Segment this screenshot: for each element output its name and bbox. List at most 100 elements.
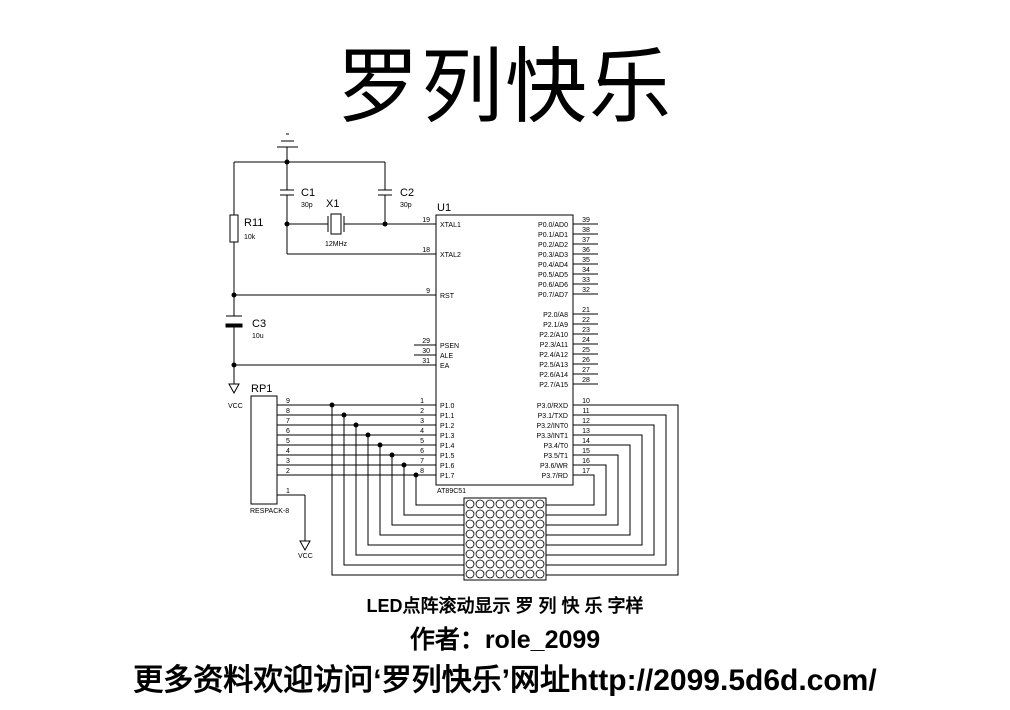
rp1-pin-number: 4	[286, 448, 290, 455]
mcu-pin-name: P1.6	[440, 463, 455, 470]
mcu-pin-name: P0.1/AD1	[538, 232, 568, 239]
mcu-pin-number: 34	[582, 267, 590, 274]
c1-value: 30p	[301, 202, 313, 209]
x1-ref: X1	[326, 198, 339, 210]
vcc-label-2: VCC	[298, 553, 313, 560]
mcu-pin-name: EA	[440, 363, 450, 370]
mcu-pin-number: 12	[582, 418, 590, 425]
mcu-pin-number: 14	[582, 438, 590, 445]
mcu-pin-name: P2.3/A11	[540, 342, 568, 349]
mcu-pin-number: 35	[582, 257, 590, 264]
mcu-pin-number: 8	[420, 468, 424, 475]
mcu-pin-name: P2.5/A13	[539, 362, 568, 369]
mcu-pin-name: P1.3	[440, 433, 455, 440]
mcu-pin-name: P2.4/A12	[539, 352, 568, 359]
mcu-pin-name: P0.2/AD2	[538, 242, 568, 249]
mcu-pin-number: 22	[582, 317, 590, 324]
mcu-pin-number: 3	[420, 418, 424, 425]
c3-ref: C3	[252, 318, 266, 330]
caption-line-3: 更多资料欢迎访问‘罗列快乐’网址http://2099.5d6d.com/	[133, 664, 877, 697]
mcu-pin-number: 2	[420, 408, 424, 415]
rp1-ref: RP1	[251, 383, 272, 395]
mcu-pin-number: 17	[582, 468, 590, 475]
mcu-pin-name: P0.4/AD4	[538, 262, 568, 269]
mcu-pin-name: P3.0/RXD	[537, 403, 568, 410]
mcu-pin-name: P1.2	[440, 423, 455, 430]
mcu-pin-number: 11	[582, 408, 589, 415]
mcu-pin-number: 7	[420, 458, 424, 465]
mcu-pin-number: 32	[582, 287, 590, 294]
mcu-pin-name: P2.1/A9	[543, 322, 568, 329]
mcu-pin-number: 9	[426, 288, 430, 295]
mcu-pin-number: 23	[582, 327, 590, 334]
mcu-pin-name: P3.3/INT1	[536, 433, 568, 440]
r11-value: 10k	[244, 234, 256, 241]
u1-ref: U1	[437, 202, 451, 214]
mcu-pin-name: ALE	[440, 353, 454, 360]
mcu-pin-number: 26	[582, 357, 590, 364]
rp1-pin-number: 9	[286, 398, 290, 405]
mcu-pin-name: P3.4/T0	[543, 443, 568, 450]
mcu-pin-name: P2.2/A10	[539, 332, 568, 339]
mcu-pin-number: 38	[582, 227, 590, 234]
mcu-pin-name: P2.0/A8	[543, 312, 568, 319]
caption-line-1: LED点阵滚动显示 罗 列 快 乐 字样	[366, 596, 644, 616]
mcu-pin-name: P3.7/RD	[542, 473, 568, 480]
mcu-pin-name: XTAL2	[440, 252, 461, 259]
c2-value: 30p	[400, 202, 412, 209]
mcu-part: AT89C51	[437, 488, 466, 495]
mcu-pin-name: P3.1/TXD	[538, 413, 568, 420]
rp1-pin-number: 1	[286, 488, 290, 495]
mcu-pin-name: P1.7	[440, 473, 455, 480]
mcu-pin-number: 15	[582, 448, 590, 455]
mcu-pin-name: P1.1	[440, 413, 455, 420]
mcu-pin-number: 29	[422, 338, 430, 345]
mcu-pin-number: 37	[582, 237, 590, 244]
mcu-pin-name: P1.4	[440, 443, 455, 450]
mcu-pin-number: 33	[582, 277, 590, 284]
vcc-label-1: VCC	[228, 403, 243, 410]
mcu-pin-number: 28	[582, 377, 590, 384]
x1-value: 12MHz	[325, 241, 348, 248]
mcu-pin-name: P3.5/T1	[543, 453, 568, 460]
mcu-pin-number: 1	[420, 398, 424, 405]
rp1-pin-number: 8	[286, 408, 290, 415]
caption-line-2: 作者：role_2099	[409, 626, 601, 654]
mcu-pin-name: P0.3/AD3	[538, 252, 568, 259]
mcu-pin-name: P0.5/AD5	[538, 272, 568, 279]
mcu-pin-number: 24	[582, 337, 590, 344]
rp1-pin-number: 5	[286, 438, 290, 445]
mcu-pin-number: 10	[582, 398, 590, 405]
mcu-pin-name: P0.7/AD7	[538, 292, 568, 299]
mcu-pin-number: 27	[582, 367, 590, 374]
mcu-pin-name: XTAL1	[440, 222, 461, 229]
mcu-pin-name: PSEN	[440, 343, 459, 350]
mcu-pin-name: RST	[440, 293, 455, 300]
mcu-pin-number: 13	[582, 428, 590, 435]
rp1-part: RESPACK-8	[250, 508, 289, 515]
mcu-pin-name: P1.5	[440, 453, 455, 460]
rp1-pin-number: 7	[286, 418, 290, 425]
c3-value: 10u	[252, 333, 264, 340]
mcu-pin-name: P0.6/AD6	[538, 282, 568, 289]
mcu-pin-name: P1.0	[440, 403, 455, 410]
rp1-pin-number: 3	[286, 458, 290, 465]
mcu-pin-number: 39	[582, 217, 590, 224]
mcu-pin-name: P0.0/AD0	[538, 222, 568, 229]
mcu-pin-number: 16	[582, 458, 590, 465]
rp1-pin-number: 6	[286, 428, 290, 435]
mcu-pin-name: P2.7/A15	[539, 382, 568, 389]
mcu-pin-name: P3.2/INT0	[536, 423, 568, 430]
mcu-pin-number: 18	[422, 247, 430, 254]
mcu-pin-number: 36	[582, 247, 590, 254]
mcu-pin-number: 30	[422, 348, 430, 355]
rp1-pin-number: 2	[286, 468, 290, 475]
mcu-pin-number: 31	[422, 358, 430, 365]
c1-ref: C1	[301, 187, 315, 199]
mcu-pin-number: 5	[420, 438, 424, 445]
mcu-pin-number: 25	[582, 347, 590, 354]
page-title: 罗列快乐	[336, 40, 673, 135]
c2-ref: C2	[400, 187, 414, 199]
mcu-pin-number: 21	[582, 307, 590, 314]
